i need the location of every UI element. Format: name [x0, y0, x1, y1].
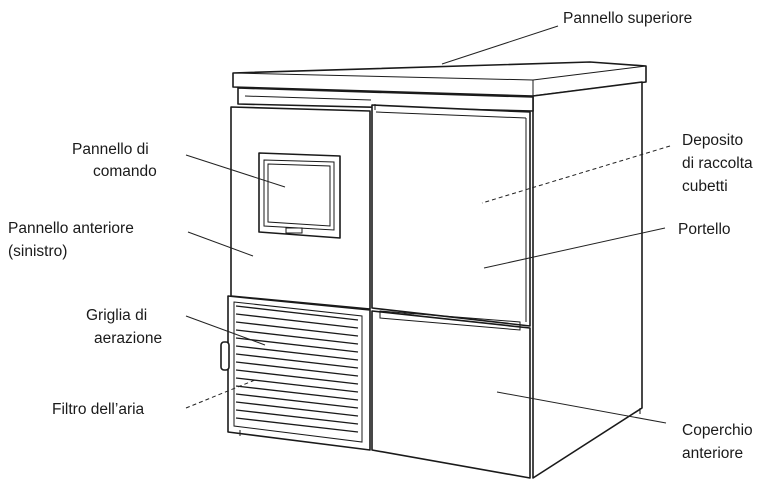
ice-machine-illustration — [220, 61, 647, 479]
label-control-panel-line1: Pannello di — [72, 141, 149, 158]
label-grille-line1: Griglia di — [86, 307, 147, 324]
label-front-cover-line1: Coperchio — [682, 422, 753, 439]
label-ice-bin-line1: Deposito — [682, 132, 743, 149]
front-cover — [371, 310, 531, 479]
label-ice-bin-line3: cubetti — [682, 178, 728, 195]
label-front-panel-line1: Pannello anteriore — [8, 220, 134, 237]
label-top-panel: Pannello superiore — [563, 10, 692, 27]
leader-lines — [185, 25, 671, 424]
right-side-panel — [532, 81, 643, 479]
label-air-filter: Filtro dell’aria — [52, 401, 145, 418]
label-control-panel-line2: comando — [93, 163, 157, 180]
ventilation-grille — [220, 295, 371, 451]
label-front-cover-line2: anteriore — [682, 445, 743, 462]
label-ice-bin-line2: di raccolta — [682, 155, 753, 172]
label-front-panel-line2: (sinistro) — [8, 243, 67, 260]
label-door: Portello — [678, 221, 731, 238]
control-panel — [258, 152, 341, 239]
door — [371, 104, 531, 327]
label-grille-line2: aerazione — [94, 330, 162, 347]
callout-labels: Pannello superiore Pannello di comando P… — [8, 10, 753, 462]
